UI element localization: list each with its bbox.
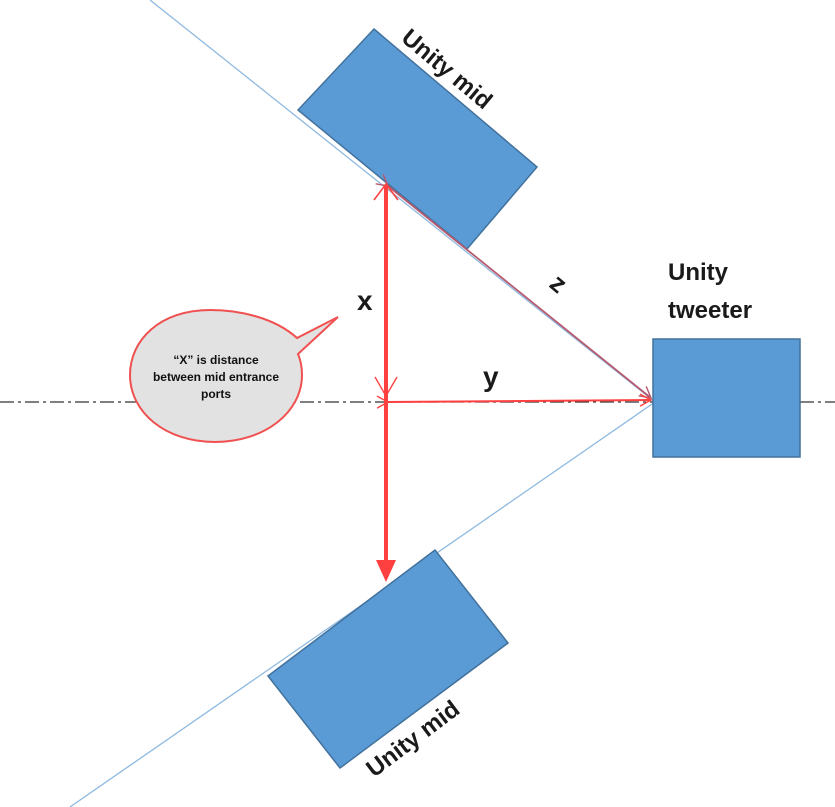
bottom-unity-mid-box <box>266 548 510 770</box>
x-arrow-head-bottom <box>376 560 396 582</box>
y-distance-arrow <box>376 393 653 409</box>
y-label: y <box>483 361 499 392</box>
unity-tweeter-box <box>652 338 801 458</box>
callout-text-line2: between mid entrance <box>153 370 279 384</box>
tweeter-label-line2: tweeter <box>668 297 752 324</box>
callout-text-line3: ports <box>201 387 231 401</box>
z-label: z <box>544 268 573 299</box>
tweeter-label-line1: Unity <box>668 259 729 286</box>
callout-bubble <box>128 308 339 444</box>
x-label: x <box>357 285 373 316</box>
x-arrow-head-top <box>373 182 399 201</box>
callout-text-line1: “X” is distance <box>173 353 259 367</box>
z-distance-line <box>375 174 653 399</box>
